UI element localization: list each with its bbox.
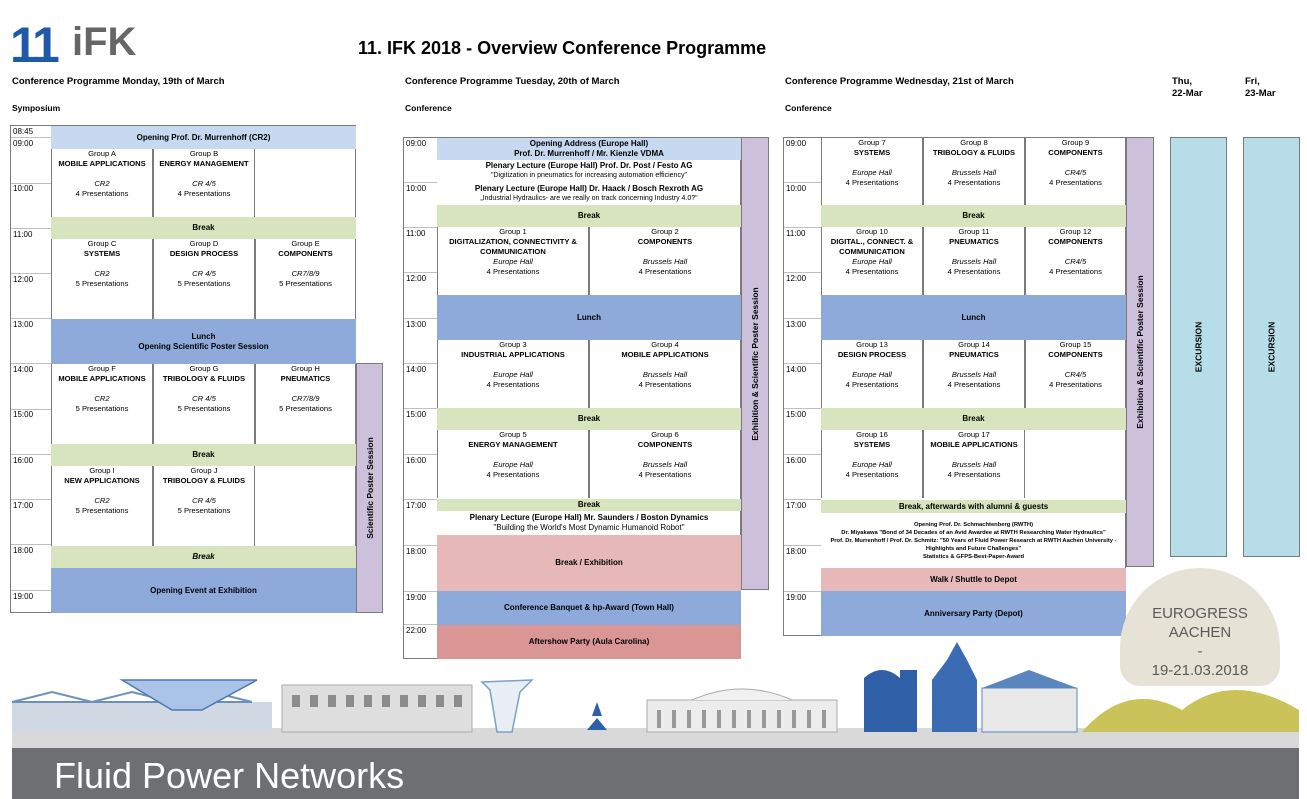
wednesday-exhibition-poster: Exhibition & Scientific Poster Session [1126,137,1154,567]
monday-break-3: Break [51,546,356,568]
tuesday-break-3: Break [437,499,741,511]
monday-opening: Opening Prof. Dr. Murrenhoff (CR2) [51,126,356,149]
thursday-header: Thu,22-Mar [1172,76,1203,99]
wednesday-grid: 09:00 10:00 11:00 12:00 13:00 14:00 15:0… [783,137,1126,636]
break-exhibition: Break / Exhibition [437,535,741,591]
monday-opening-event: Opening Event at Exhibition [51,568,356,613]
plenary-lecture-3: Plenary Lecture (Europe Hall) Mr. Saunde… [469,513,709,532]
tuesday-break-1: Break [437,205,741,227]
wednesday-break-2: Break [821,408,1126,430]
tuesday-exhibition-poster: Exhibition & Scientific Poster Session [741,137,769,590]
monday-sub: Symposium [12,103,61,113]
friday-header: Fri,23-Mar [1245,76,1276,99]
footer-banner: Fluid Power Networks [12,748,1299,799]
tuesday-break-2: Break [437,408,741,430]
walk-shuttle: Walk / Shuttle to Depot [821,568,1126,591]
tuesday-grid: 09:00 10:00 11:00 12:00 13:00 14:00 15:0… [403,137,741,659]
anniversary-party: Anniversary Party (Depot) [821,591,1126,636]
plenary-lecture-2: Plenary Lecture (Europe Hall) Dr. Haack … [474,184,704,202]
monday-header: Conference Programme Monday, 19th of Mar… [12,76,225,87]
page-title: 11. IFK 2018 - Overview Conference Progr… [358,38,767,58]
aachen-skyline-illustration [12,642,1299,750]
monday-break-2: Break [51,444,356,466]
tuesday-header: Conference Programme Tuesday, 20th of Ma… [405,76,620,87]
wednesday-break-1: Break [821,205,1126,227]
wednesday-break-alumni: Break, afterwards with alumni & guests [821,500,1126,513]
tuesday-opening: Opening Address (Europe Hall)Prof. Dr. M… [437,138,741,160]
monday-grid: 08:45 09:00 10:00 11:00 12:00 13:00 14:0… [10,125,356,613]
aftershow-party: Aftershow Party (Aula Carolina) [437,625,741,659]
wednesday-header: Conference Programme Wednesday, 21st of … [785,76,1014,87]
friday-excursion: EXCURSION [1243,137,1300,557]
monday-poster-session: Scientific Poster Session [356,363,383,613]
footer-slogan: Fluid Power Networks [54,755,405,796]
ifk-logo: 11 iFK [10,17,137,73]
thursday-excursion: EXCURSION [1170,137,1227,557]
wednesday-lunch: Lunch [821,295,1126,340]
plenary-lecture-1: Plenary Lecture (Europe Hall) Prof. Dr. … [485,161,693,179]
tuesday-sub: Conference [405,103,452,113]
wednesday-closing-session: Opening Prof. Dr. Schmachtenberg (RWTH) … [830,522,1117,560]
conference-banquet: Conference Banquet & hp-Award (Town Hall… [437,591,741,625]
eurogress-badge: EUROGRESS AACHEN - 19-21.03.2018 [1120,568,1280,686]
wednesday-sub: Conference [785,103,832,113]
tuesday-lunch: Lunch [437,295,741,340]
monday-break-1: Break [51,217,356,239]
